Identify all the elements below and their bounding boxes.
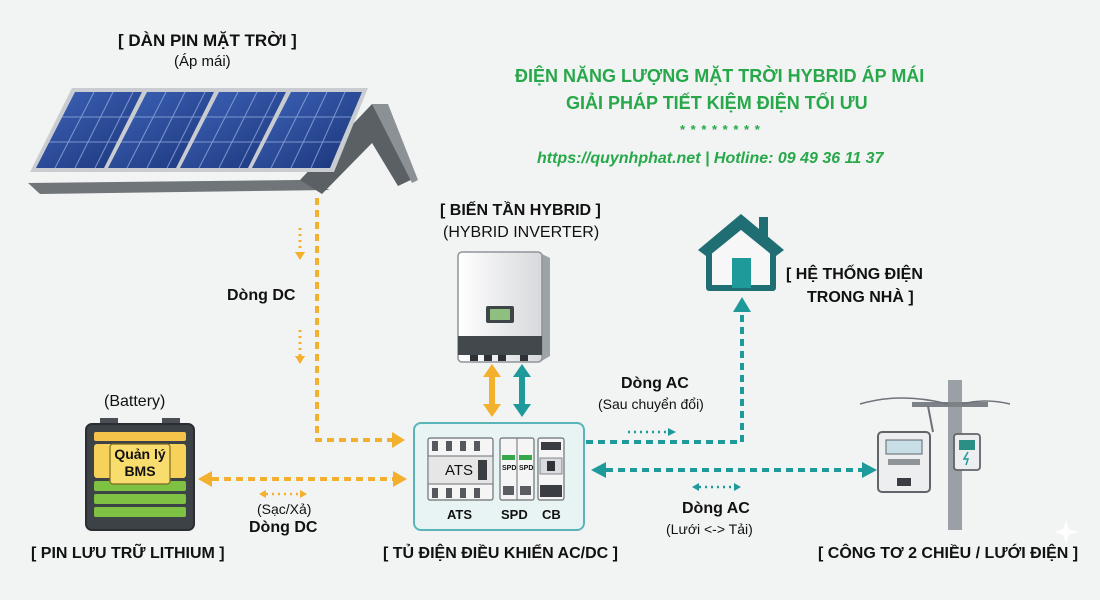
bms-label-line2: BMS <box>124 463 156 479</box>
dc-battery-sub-label: (Sạc/Xả) <box>257 501 312 517</box>
inverter-cabinet-arrows <box>483 364 531 417</box>
ac-grid-label: Dòng AC <box>682 500 750 517</box>
cabinet-label-ats: ATS <box>447 507 473 522</box>
ac-flow-grid <box>591 462 877 491</box>
cabinet-title: [ TỦ ĐIỆN ĐIỀU KHIỂN AC/DC ] <box>383 545 618 562</box>
battery-top-label: (Battery) <box>104 393 166 410</box>
battery-title: [ PIN LƯU TRỮ LITHIUM ] <box>31 545 225 562</box>
cabinet-label-spd: SPD <box>501 507 528 522</box>
solar-title: [ DÀN PIN MẶT TRỜI ] <box>118 31 297 50</box>
solar-panels <box>30 88 368 172</box>
meter-icon <box>877 431 981 493</box>
house-icon <box>698 214 784 291</box>
ac-house-label: Dòng AC <box>621 375 689 392</box>
inverter-title: [ BIẾN TẦN HYBRID ] <box>440 202 601 219</box>
house-title-line1: [ HỆ THỐNG ĐIỆN <box>786 266 923 283</box>
spd-device-text-1: SPD <box>502 465 517 472</box>
solar-subtitle: (Áp mái) <box>174 53 231 70</box>
header-title-line1: ĐIỆN NĂNG LƯỢNG MẶT TRỜI HYBRID ÁP MÁI <box>515 66 925 86</box>
sparkle-icon <box>1054 520 1078 544</box>
house-title-line2: TRONG NHÀ ] <box>807 289 914 306</box>
cabinet-label-cb: CB <box>542 507 561 522</box>
solar-panel <box>246 88 368 172</box>
dc-battery-label: Dòng DC <box>249 519 318 536</box>
battery-icon <box>85 418 195 531</box>
header-stars: * * * * * * * * <box>680 122 761 137</box>
inverter-subtitle: (HYBRID INVERTER) <box>443 224 600 241</box>
header-contact: https://quynhphat.net | Hotline: 09 49 3… <box>537 150 884 167</box>
bms-label-line1: Quản lý <box>114 446 166 462</box>
spd-device <box>499 437 535 501</box>
spd-device-text-2: SPD <box>519 465 534 472</box>
ats-device-text: ATS <box>445 462 474 479</box>
ac-grid-sub-label: (Lưới <-> Tải) <box>666 521 753 537</box>
hybrid-inverter <box>457 251 550 363</box>
header-title-line2: GIẢI PHÁP TIẾT KIỆM ĐIỆN TỐI ƯU <box>566 93 868 113</box>
ats-device <box>427 437 494 501</box>
cb-device <box>537 437 565 501</box>
ac-flow-house <box>586 297 751 444</box>
ac-house-sub-label: (Sau chuyển đổi) <box>598 396 704 412</box>
meter-title: [ CÔNG TƠ 2 CHIỀU / LƯỚI ĐIỆN ] <box>818 545 1079 562</box>
dc-flow-solar <box>295 198 405 448</box>
dc-solar-label: Dòng DC <box>227 287 296 304</box>
dc-flow-battery <box>198 471 407 498</box>
control-cabinet <box>413 422 585 531</box>
